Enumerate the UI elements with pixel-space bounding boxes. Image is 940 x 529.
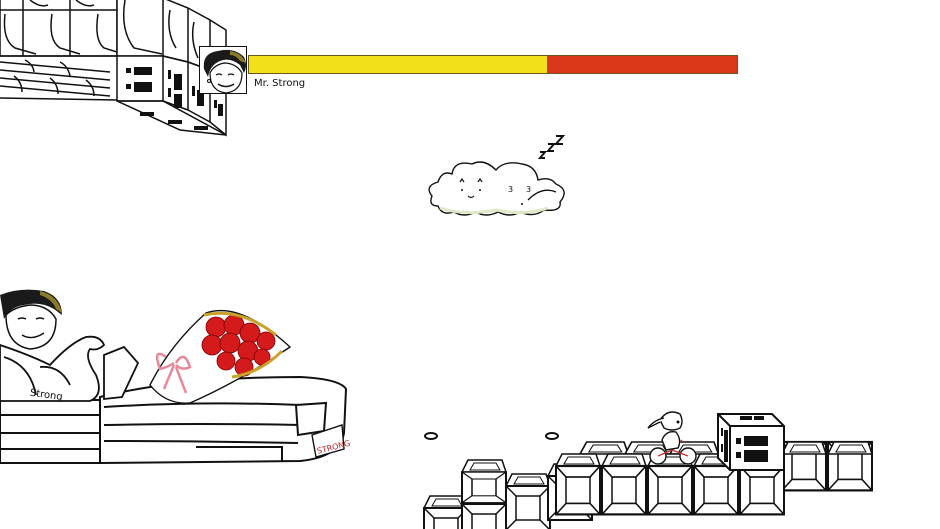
coin[interactable]	[545, 432, 559, 440]
ceiling-terrain	[0, 0, 240, 140]
pink-ribbon	[155, 352, 192, 394]
sleeping-cloud: 3 3	[424, 130, 570, 220]
health-remaining	[249, 56, 547, 73]
boss-health-bar	[248, 55, 738, 74]
svg-text:3: 3	[508, 185, 513, 194]
svg-text:Strong: Strong	[29, 388, 63, 403]
boss-name-label: Mr. Strong	[254, 78, 306, 89]
sleep-z-icon	[537, 135, 566, 159]
boss-face-icon	[203, 49, 246, 93]
svg-text:3: 3	[526, 185, 531, 194]
glyph-cube-block	[717, 413, 785, 471]
boss-portrait	[199, 46, 247, 94]
coin[interactable]	[424, 432, 438, 440]
player-kid-on-bike	[647, 411, 697, 465]
ground-blocks	[410, 400, 940, 529]
boss-bed-scene: STRONG Strong	[0, 285, 360, 475]
rose-bouquet	[149, 309, 292, 404]
health-lost	[546, 56, 737, 73]
strong-bed-tag	[311, 424, 345, 458]
